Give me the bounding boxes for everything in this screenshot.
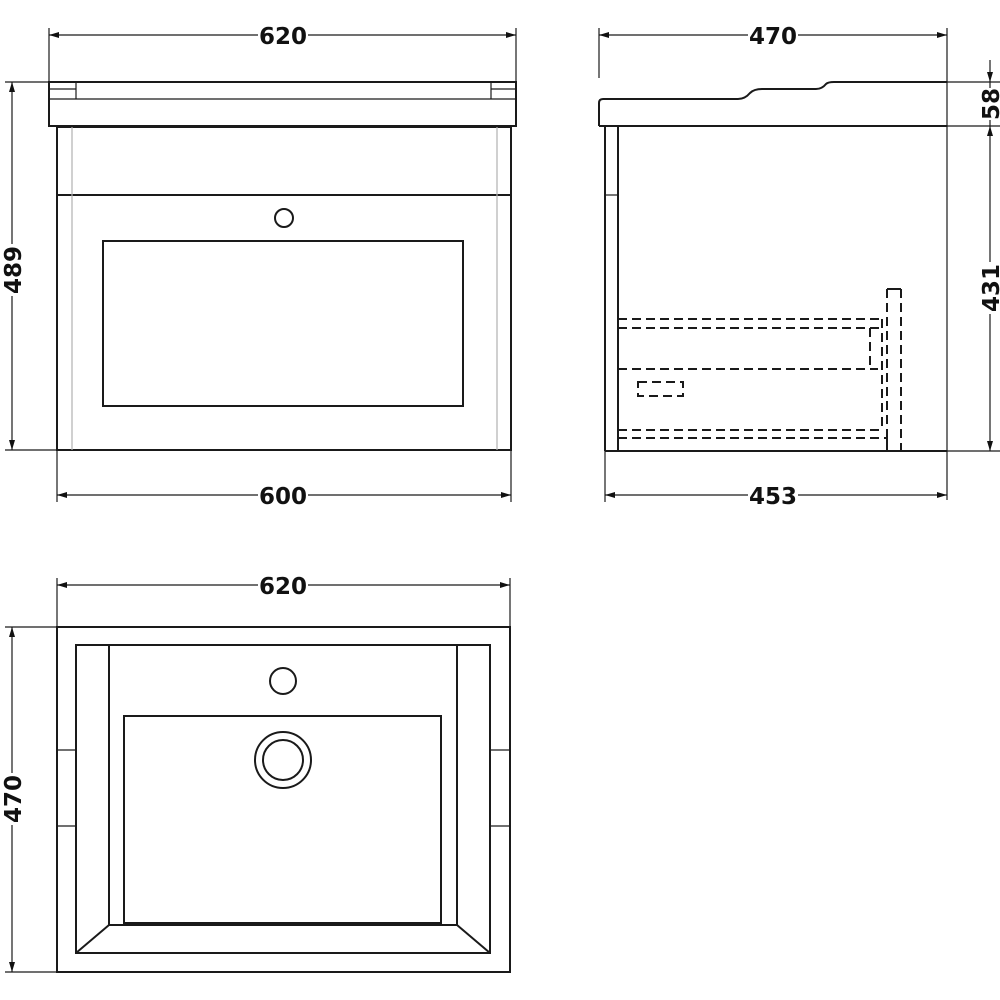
dimension-front-height: 489: [0, 81, 57, 451]
dim-label: 58: [979, 88, 1000, 120]
front-basin: [48, 81, 517, 127]
dimension-side-basin-height: 58: [947, 60, 1000, 127]
side-basin-profile: [598, 81, 947, 126]
hidden-handle: [637, 381, 684, 397]
plan-outline: [56, 626, 511, 973]
dim-label: 470: [749, 24, 797, 50]
side-view: 470 58 431 453: [598, 22, 1000, 510]
dimension-front-top-width: 620: [48, 22, 517, 82]
dimension-plan-width: 620: [56, 572, 511, 627]
drawer-panel: [102, 240, 464, 407]
front-cabinet: [56, 126, 512, 451]
side-cabinet: [604, 126, 947, 452]
waste-outlet: [254, 731, 312, 789]
dim-label: 600: [259, 484, 307, 510]
dimension-plan-depth: 470: [0, 626, 57, 973]
tap-hole: [269, 667, 297, 695]
dimension-side-cabinet-height: 431: [947, 126, 1000, 452]
hidden-drawer: [618, 288, 902, 451]
drawer-knob: [274, 208, 294, 228]
dimension-front-cabinet-width: 600: [56, 450, 512, 510]
dim-label: 620: [259, 24, 307, 50]
dim-label: 431: [979, 264, 1000, 312]
basin-bowl: [123, 715, 442, 924]
dimension-side-top-depth: 470: [598, 22, 947, 78]
dim-label: 453: [749, 484, 797, 510]
dim-label: 470: [1, 775, 27, 823]
front-view: 620 489 600: [0, 22, 517, 510]
dim-label: 620: [259, 574, 307, 600]
dimension-side-cabinet-depth: 453: [604, 451, 947, 510]
plan-view: 620 470: [0, 572, 511, 973]
dim-label: 489: [1, 246, 27, 294]
